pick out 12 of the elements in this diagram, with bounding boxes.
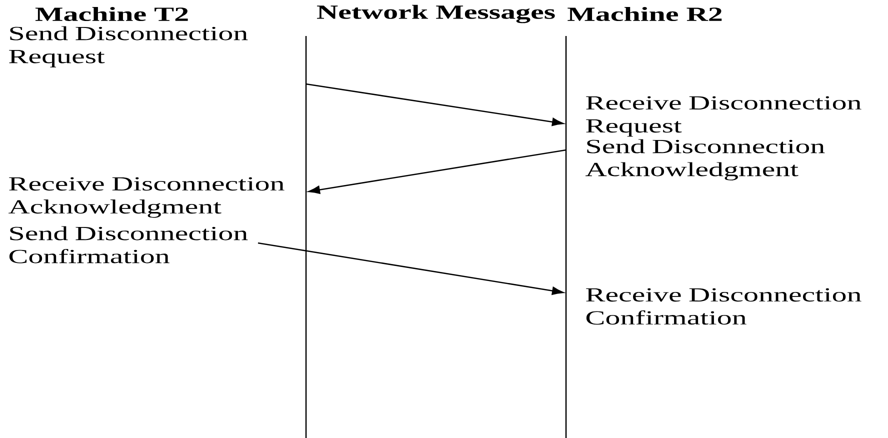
column-heading: Machine T2 bbox=[35, 6, 188, 22]
event-text: Receive Disconnection Confirmation bbox=[586, 288, 862, 325]
event-text: Send Disconnection Request bbox=[9, 26, 248, 68]
event-text: Send Disconnection Acknowledgment bbox=[586, 139, 825, 180]
arrow bbox=[306, 83, 564, 126]
column-heading: Machine R2 bbox=[568, 6, 722, 22]
column-heading: Network Messages bbox=[317, 4, 555, 24]
event-text: Receive Disconnection Acknowledgment bbox=[8, 177, 284, 218]
event-text: Receive Disconnection Request bbox=[586, 96, 862, 137]
arrow bbox=[308, 149, 566, 194]
event-text: Send Disconnection Confirmation bbox=[9, 226, 248, 264]
arrow bbox=[258, 242, 564, 295]
